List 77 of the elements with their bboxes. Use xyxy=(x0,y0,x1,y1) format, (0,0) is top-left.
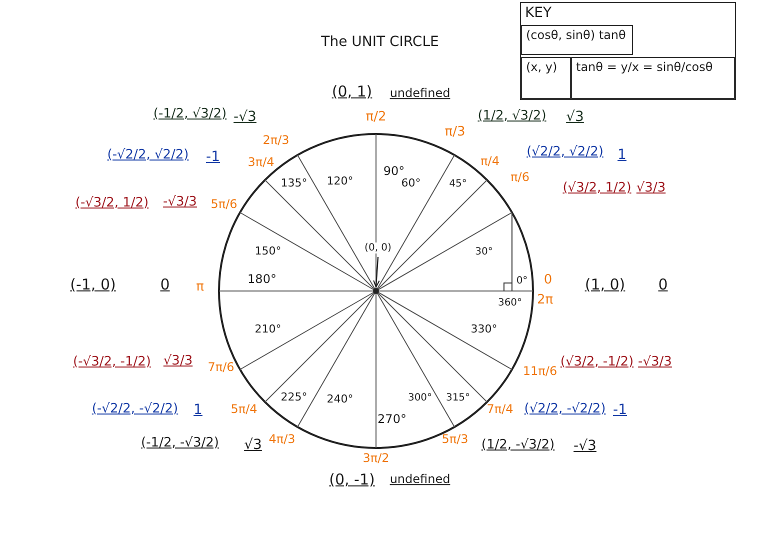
key-text: tanθ = y/x = sinθ/cosθ xyxy=(576,60,713,74)
radian-label: π/2 xyxy=(364,110,388,126)
coordinate-label: (-√3/2, -1/2) xyxy=(72,356,152,370)
radian-label: 2π xyxy=(536,294,554,308)
radian-label: 4π/3 xyxy=(268,433,296,447)
coordinate-label: (√3/2, -1/2) xyxy=(559,356,635,370)
coordinate-label: (0, -1) xyxy=(328,471,376,489)
coordinate-label: (-1/2, -√3/2) xyxy=(140,436,220,452)
degree-label: 330° xyxy=(470,324,498,336)
coordinate-label: (-1, 0) xyxy=(69,276,117,294)
coordinate-label: 1 xyxy=(616,146,628,164)
degree-label: 135° xyxy=(280,178,308,190)
coordinate-label: √3/3 xyxy=(162,354,194,370)
radian-label: 0 xyxy=(542,274,554,288)
radian-label: 3π/2 xyxy=(362,452,390,466)
coordinate-label: 0 xyxy=(159,276,171,294)
title: The UNIT CIRCLE xyxy=(321,34,439,50)
coordinate-label: undefined xyxy=(388,87,452,101)
radian-label: 3π/4 xyxy=(246,156,276,170)
radian-label: π/3 xyxy=(444,126,466,140)
key-text: KEY xyxy=(525,5,552,21)
coordinate-label: (√2/2, -√2/2) xyxy=(523,402,607,418)
degree-label: 150° xyxy=(254,246,282,258)
key-text: (x, y) xyxy=(526,60,558,74)
coordinate-label: (-√2/2, -√2/2) xyxy=(90,402,180,418)
degree-label: 360° xyxy=(496,297,524,309)
degree-label: 300° xyxy=(406,392,434,404)
coordinate-label: -√3 xyxy=(232,108,258,126)
radian-label: 11π/6 xyxy=(522,365,558,379)
degree-label: 270° xyxy=(376,413,408,427)
coordinate-label: (-√3/2, 1/2) xyxy=(74,196,150,212)
degree-label: 45° xyxy=(448,178,468,190)
coordinate-label: -√3/3 xyxy=(637,356,673,370)
degree-label: 240° xyxy=(326,394,354,406)
coordinate-label: (√3/2, 1/2) xyxy=(562,182,632,196)
degree-label: 30° xyxy=(474,246,494,258)
radian-label: π/6 xyxy=(510,171,530,185)
radian-label: 5π/3 xyxy=(440,433,470,447)
degree-label: 210° xyxy=(254,324,282,336)
key-box xyxy=(520,2,736,100)
coordinate-label: √3 xyxy=(565,108,585,126)
coordinate-label: (1/2, -√3/2) xyxy=(480,438,556,454)
key-text: (cosθ, sinθ) tanθ xyxy=(526,28,626,42)
key-box xyxy=(571,57,735,99)
degree-label: 60° xyxy=(400,178,422,190)
radian-label: 5π/6 xyxy=(210,198,238,212)
radian-label: 7π/4 xyxy=(486,403,514,417)
coordinate-label: √3 xyxy=(243,436,263,454)
radian-label: 5π/4 xyxy=(230,403,258,417)
coordinate-label: 0 xyxy=(657,276,669,294)
radian-label: 2π/3 xyxy=(262,134,290,148)
degree-label: 225° xyxy=(280,392,308,404)
coordinate-label: (1, 0) xyxy=(584,276,626,294)
origin-label: (0, 0) xyxy=(364,242,392,254)
radian-label: π xyxy=(195,280,205,296)
radian-label: 7π/6 xyxy=(206,361,236,375)
coordinate-label: undefined xyxy=(388,473,452,487)
coordinate-label: -1 xyxy=(612,402,628,418)
coordinate-label: 1 xyxy=(192,402,204,418)
coordinate-label: (-1/2, √3/2) xyxy=(152,108,228,122)
degree-label: 0° xyxy=(515,275,529,287)
key-box xyxy=(521,25,633,55)
coordinate-label: (-√2/2, √2/2) xyxy=(106,148,190,164)
coordinate-label: -√3/3 xyxy=(162,196,198,210)
coordinate-label: √3/3 xyxy=(635,182,667,196)
coordinate-label: -√3 xyxy=(572,438,598,454)
degree-label: 120° xyxy=(326,176,354,188)
key-box xyxy=(521,57,571,99)
arrow xyxy=(373,256,380,288)
coordinate-label: (0, 1) xyxy=(330,83,374,101)
coordinate-label: (√2/2, √2/2) xyxy=(526,146,604,160)
coordinate-label: -1 xyxy=(205,148,221,166)
radian-label: π/4 xyxy=(480,155,500,169)
degree-label: 90° xyxy=(382,165,405,178)
degree-label: 180° xyxy=(246,273,278,287)
coordinate-label: (1/2, √3/2) xyxy=(476,110,548,124)
degree-label: 315° xyxy=(444,392,472,404)
